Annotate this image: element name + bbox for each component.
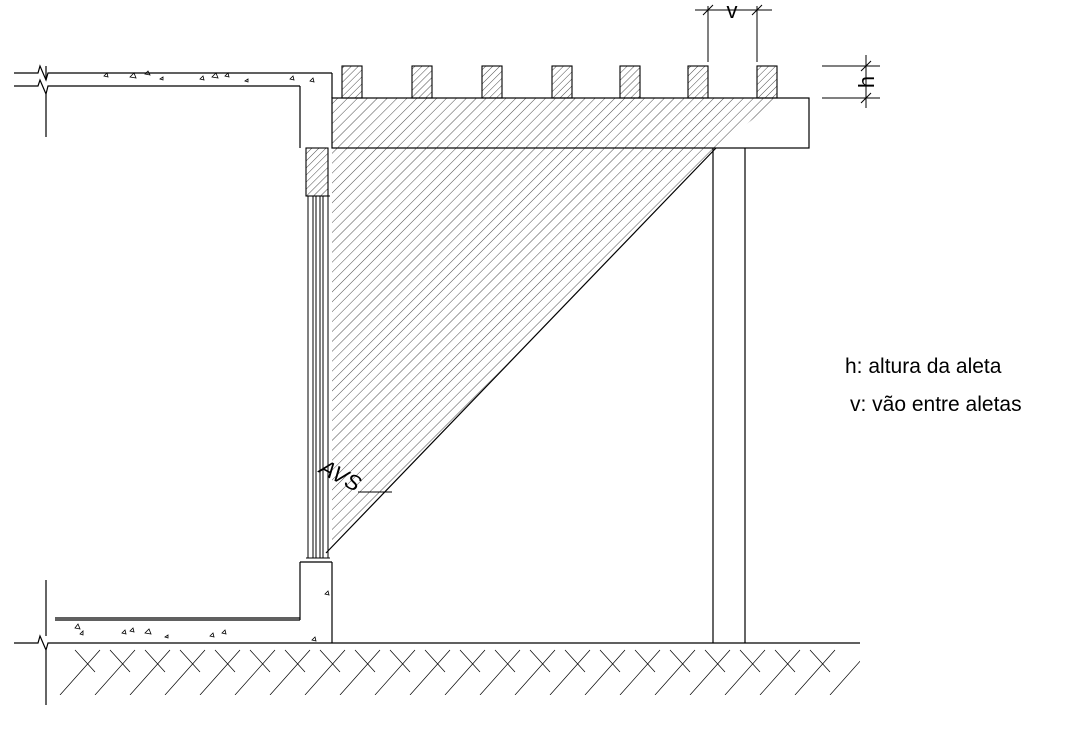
dimension-v: [695, 4, 772, 62]
upper-slab: [14, 64, 333, 148]
legend-h-definition: h: altura da aleta: [845, 355, 1002, 378]
fin: [619, 65, 641, 99]
fin: [341, 65, 363, 99]
fin: [756, 65, 778, 99]
dimension-h: [822, 55, 880, 108]
fin-row: [341, 65, 778, 99]
lintel: [305, 147, 329, 197]
lower-slab: [14, 580, 332, 705]
horizontal-brise-plate: [331, 97, 810, 149]
legend-v-definition: v: vão entre aletas: [850, 393, 1022, 416]
dimension-h-label: h: [854, 76, 879, 88]
concrete-aggregate-marks: [103, 70, 315, 83]
dimension-v-label: v: [727, 0, 738, 23]
fin: [411, 65, 433, 99]
ground: [59, 642, 860, 695]
fin: [481, 65, 503, 99]
lower-concrete-marks: [74, 590, 330, 642]
fin: [687, 65, 709, 99]
lower-wall: [299, 561, 333, 643]
support-column: [712, 148, 746, 643]
shading-triangle: [325, 147, 717, 554]
window-frame: [306, 195, 330, 559]
fin: [551, 65, 573, 99]
